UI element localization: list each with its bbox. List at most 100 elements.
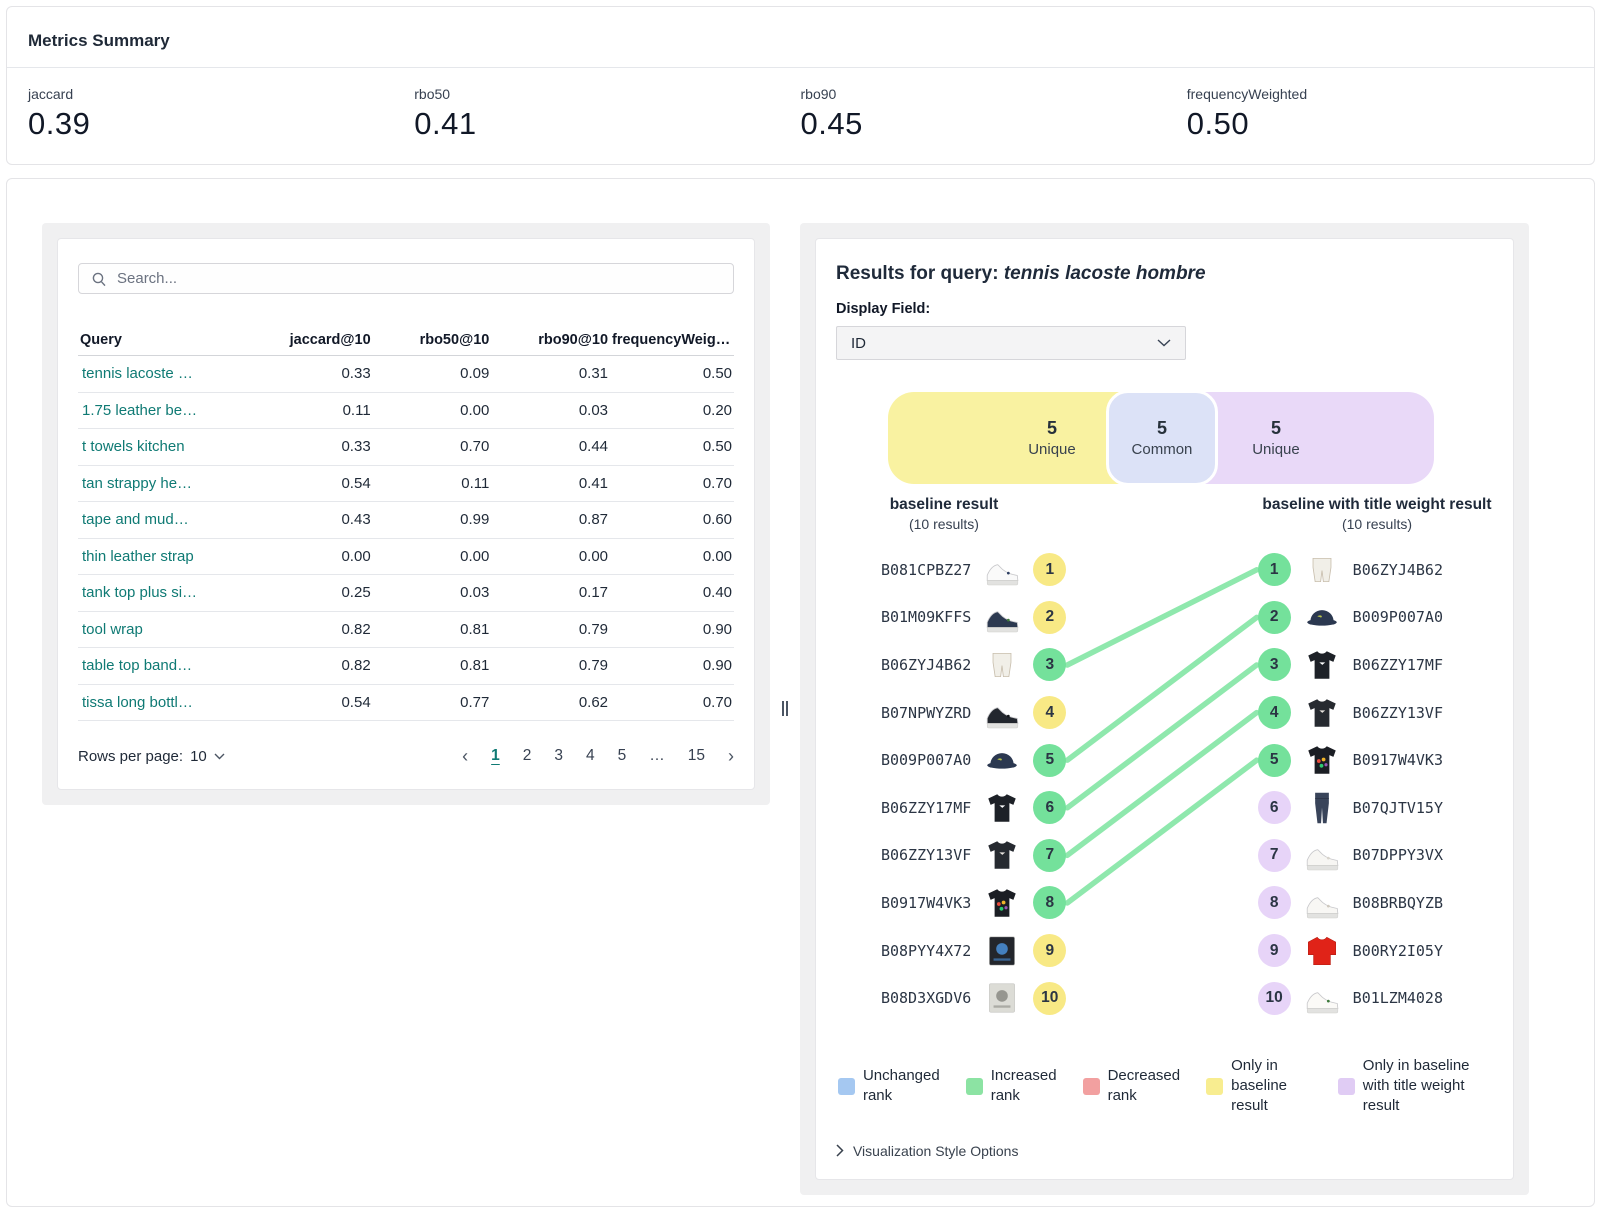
metric-cell: 0.70 (702, 693, 733, 711)
product-thumbnail-icon (983, 789, 1021, 827)
metric-cell: 0.54 (341, 474, 371, 492)
query-link[interactable]: tissa long bottl… (82, 693, 193, 711)
results-title: Results for query: tennis lacoste hombre (836, 263, 1493, 285)
page-button-15[interactable]: 15 (687, 747, 706, 765)
chevron-down-icon (214, 753, 225, 759)
product-id: B0917W4VK3 (1352, 751, 1443, 770)
search-icon (92, 272, 106, 286)
rank-badge: 7 (1033, 838, 1067, 872)
display-field-select[interactable]: ID (835, 326, 1186, 360)
query-link[interactable]: t towels kitchen (82, 438, 185, 456)
metric-cell: 0.00 (460, 401, 490, 419)
product-id: B00RY2I05Y (1352, 941, 1443, 960)
metric-cell: 0.62 (578, 693, 609, 711)
search-input[interactable] (117, 270, 722, 287)
query-cell: table top band… (78, 657, 254, 674)
pagination: ‹ 1 2 3 4 5 … 15 › (462, 747, 734, 765)
pagination-next[interactable]: › (728, 746, 735, 766)
style-options-label: Visualization Style Options (852, 1142, 1019, 1159)
legend-item: Increased rank (965, 1056, 1057, 1117)
product-thumbnail-icon (1303, 884, 1341, 922)
rank-badge: 3 (1033, 648, 1067, 682)
query-link[interactable]: tan strappy he… (82, 474, 193, 492)
page-button-5[interactable]: 5 (617, 747, 627, 765)
query-link[interactable]: tool wrap (82, 620, 143, 638)
rank-badge: 5 (1257, 743, 1291, 777)
result-row: 2 B009P007A0 (1257, 594, 1443, 642)
page-button-1[interactable]: 1 (491, 747, 500, 765)
metric-cell: 0.87 (578, 511, 609, 529)
results-title-prefix: Results for query: (835, 263, 1004, 284)
product-thumbnail-icon (1303, 789, 1341, 827)
rank-badge: 5 (1033, 743, 1067, 777)
rank-badge: 2 (1257, 600, 1291, 634)
product-thumbnail-icon (983, 646, 1021, 684)
metric-cell: 0.50 (702, 438, 733, 456)
query-link[interactable]: table top band… (82, 657, 193, 675)
venn-right-label: 5 Unique (1252, 418, 1300, 458)
pagination-prev[interactable]: ‹ (462, 746, 469, 766)
page-button-3[interactable]: 3 (554, 747, 564, 765)
legend-label: Decreased rank (1107, 1067, 1181, 1105)
product-id: B08D3XGDV6 (880, 989, 972, 1008)
metric-cell: 0.82 (341, 620, 371, 638)
query-link[interactable]: tennis lacoste … (82, 365, 193, 383)
metric-value: 0.39 (28, 106, 91, 141)
search-box[interactable] (78, 263, 735, 294)
metric-cell: 0.00 (578, 547, 609, 565)
rows-per-page-control[interactable]: Rows per page: 10 (78, 748, 225, 765)
results-query-text: tennis lacoste hombre (1003, 263, 1206, 284)
display-field-value: ID (850, 334, 866, 352)
metric-label: rbo90 (800, 86, 837, 102)
metric-cell: 0.20 (702, 401, 733, 419)
query-link[interactable]: tank top plus si… (82, 584, 198, 602)
legend-label: Only in baseline result (1231, 1056, 1288, 1115)
metric-cell: 0.11 (461, 474, 490, 492)
page-button-2[interactable]: 2 (522, 747, 532, 765)
product-thumbnail-icon (983, 741, 1021, 779)
query-link[interactable]: thin leather strap (82, 547, 194, 565)
venn-common-label: 5 Common (1131, 418, 1193, 458)
rank-connector-line (1064, 662, 1260, 811)
product-id: B07NPWYZRD (880, 703, 972, 722)
rank-badge: 3 (1257, 648, 1291, 682)
metric-cell: 0.70 (460, 438, 490, 456)
rank-badge: 1 (1257, 553, 1291, 587)
product-thumbnail-icon (1303, 646, 1341, 684)
rank-badge: 4 (1257, 696, 1291, 730)
rank-badge: 8 (1257, 886, 1291, 920)
product-id: B009P007A0 (880, 751, 972, 770)
visualization-style-options-toggle[interactable]: Visualization Style Options (836, 1143, 1493, 1159)
metric-cell: 0.33 (341, 365, 371, 383)
venn-left-label: 5 Unique (1028, 418, 1076, 458)
product-id: B06ZZY13VF (880, 846, 972, 865)
page-button-4[interactable]: 4 (586, 747, 595, 765)
product-id: B06ZZY17MF (1352, 655, 1443, 674)
query-link[interactable]: tape and mud… (82, 511, 189, 529)
legend-item: Only in baseline with title weight resul… (1337, 1056, 1493, 1117)
table-footer: Rows per page: 10 ‹ 1 2 3 4 5 … 15 › (78, 747, 734, 765)
product-id: B009P007A0 (1352, 608, 1443, 627)
metric-label: rbo50 (414, 86, 451, 102)
panel-resize-handle[interactable] (770, 223, 800, 1195)
pagination-ellipsis: … (649, 747, 665, 765)
metric-cell: 0.60 (702, 511, 733, 529)
product-id: B06ZYJ4B62 (880, 655, 972, 674)
metric-cell: 0.99 (460, 511, 490, 529)
query-link[interactable]: 1.75 leather be… (82, 401, 198, 419)
rank-badge: 4 (1033, 696, 1067, 730)
resize-grip-icon (781, 701, 788, 717)
column-header-frequencyWeighted…: frequencyWeighted… (612, 331, 734, 348)
venn-common-region (1105, 390, 1218, 486)
metric-cell: 0.11 (342, 401, 371, 419)
